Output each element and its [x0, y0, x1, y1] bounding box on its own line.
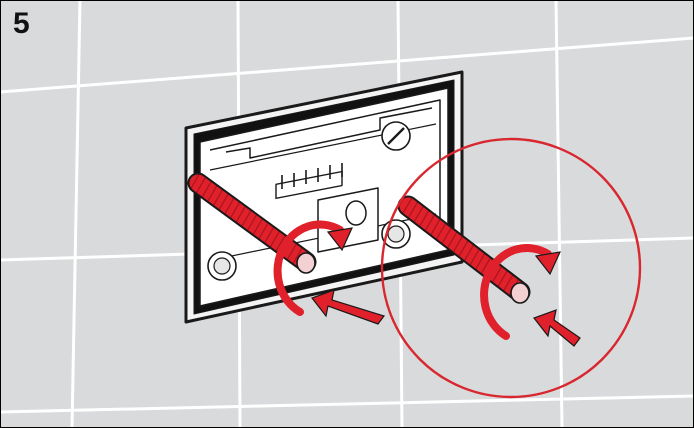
- image-border: [0, 0, 694, 428]
- instruction-diagram: 5: [0, 0, 694, 428]
